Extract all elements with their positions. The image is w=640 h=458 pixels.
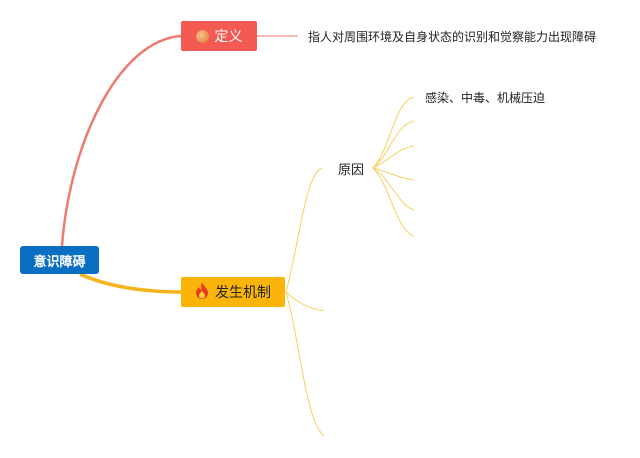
cause-node[interactable]: 原因	[338, 163, 365, 178]
definition-text[interactable]: 指人对周围环境及自身状态的识别和觉察能力出现障碍	[308, 30, 597, 44]
connector-cause-leaf-1	[372, 96, 415, 169]
definition-node-label: 定义	[214, 29, 243, 45]
cause-leaf-1[interactable]: 感染、中毒、机械压迫	[425, 91, 546, 105]
circle-icon	[195, 29, 209, 43]
mechanism-node-label: 发生机制	[215, 285, 271, 301]
connector-cause-leaf-6	[372, 167, 415, 237]
connector-root-definition	[60, 34, 182, 247]
connector-cause-leaf-3	[372, 145, 415, 169]
mechanism-node[interactable]: 发生机制	[181, 277, 285, 307]
connector-mechanism-cause	[285, 167, 323, 293]
connector-mechanism-empty-1	[285, 291, 325, 312]
fire-icon	[195, 281, 209, 303]
root-node-label: 意识障碍	[33, 254, 86, 270]
definition-node[interactable]: 定义	[181, 21, 257, 51]
connector-cause-leaf-4	[372, 167, 415, 181]
connector-cause-leaf-2	[372, 120, 415, 169]
connector-cause-leaf-5	[372, 167, 415, 211]
connector-root-mechanism	[79, 272, 182, 294]
root-node[interactable]: 意识障碍	[20, 246, 99, 274]
connector-mechanism-empty-2	[285, 291, 325, 437]
